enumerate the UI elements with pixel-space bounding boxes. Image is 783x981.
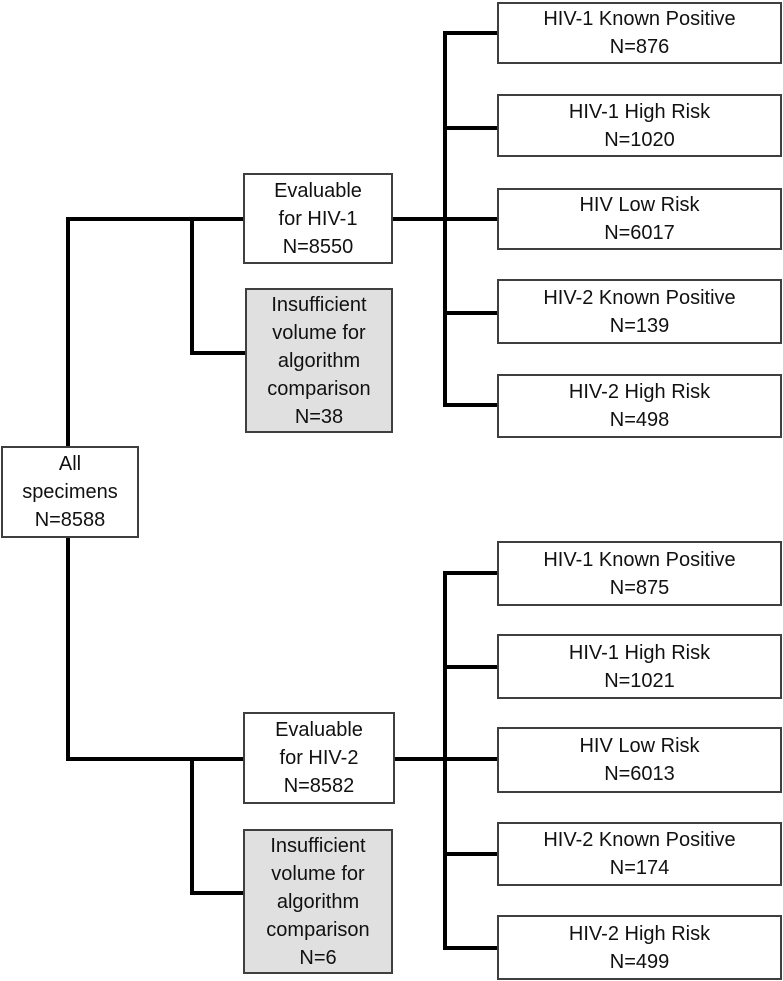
box-title: HIV-2 High Risk bbox=[568, 381, 711, 403]
box-count: N=499 bbox=[609, 950, 670, 973]
box-count: N=8588 bbox=[34, 509, 106, 531]
outcome-box-hiv1-known-positive: HIV-1 Known Positive N=876 bbox=[497, 2, 782, 64]
outcome-connector bbox=[443, 946, 497, 950]
all-specimens-box: All specimens N=8588 bbox=[1, 446, 139, 538]
outcome-box-hiv2-high-risk: HIV-2 High Risk N=498 bbox=[497, 374, 782, 438]
outcome-box-hiv2-high-risk: HIV-2 High Risk N=499 bbox=[497, 915, 782, 980]
junction-line-top bbox=[190, 217, 194, 355]
insufficient-volume-hiv1-box: Insufficient volume for algorithm compar… bbox=[245, 288, 393, 433]
box-title: Evaluable for HIV-1 bbox=[274, 179, 362, 230]
box-title: HIV-2 Known Positive bbox=[543, 829, 736, 851]
box-title: HIV Low Risk bbox=[579, 735, 700, 757]
box-count: N=498 bbox=[609, 409, 670, 431]
box-count: N=1020 bbox=[604, 128, 675, 151]
box-count: N=38 bbox=[294, 405, 344, 428]
insufficient-connector-bottom bbox=[190, 891, 247, 895]
box-title: HIV-1 High Risk bbox=[568, 641, 711, 664]
insufficient-volume-hiv2-box: Insufficient volume for algorithm compar… bbox=[243, 829, 393, 974]
box-count: N=6013 bbox=[604, 763, 675, 785]
box-title: HIV-1 Known Positive bbox=[543, 8, 736, 30]
box-title: Insufficient volume for algorithm compar… bbox=[267, 293, 371, 400]
box-title: All specimens bbox=[22, 453, 118, 503]
branch-line-bottom bbox=[66, 757, 243, 761]
insufficient-connector-top bbox=[190, 351, 247, 355]
box-count: N=6 bbox=[299, 946, 337, 969]
evaluable-hiv1-box: Evaluable for HIV-1 N=8550 bbox=[243, 173, 393, 264]
outcome-box-hiv2-known-positive: HIV-2 Known Positive N=174 bbox=[497, 822, 782, 886]
outcome-box-hiv1-known-positive: HIV-1 Known Positive N=875 bbox=[497, 541, 782, 606]
trunk-line-bottom bbox=[66, 537, 70, 761]
box-title: HIV-1 Known Positive bbox=[543, 548, 736, 571]
trunk-line-top bbox=[66, 217, 70, 446]
outcome-box-hiv1-high-risk: HIV-1 High Risk N=1021 bbox=[497, 634, 782, 699]
outcome-connector bbox=[443, 403, 497, 407]
outcome-connector bbox=[443, 126, 497, 130]
box-title: HIV-2 Known Positive bbox=[543, 286, 736, 309]
outcome-connector bbox=[443, 757, 497, 761]
outcome-connector bbox=[443, 571, 497, 575]
box-title: Insufficient volume for algorithm compar… bbox=[266, 834, 370, 941]
box-count: N=875 bbox=[609, 576, 670, 599]
evaluable-spine-connector-top bbox=[393, 217, 447, 221]
outcome-connector bbox=[443, 665, 497, 669]
box-title: HIV-2 High Risk bbox=[568, 922, 711, 945]
outcome-box-hiv2-known-positive: HIV-2 Known Positive N=139 bbox=[497, 279, 782, 344]
outcome-connector bbox=[443, 217, 497, 221]
box-title: Evaluable for HIV-2 bbox=[275, 719, 363, 769]
outcome-connector bbox=[443, 852, 497, 856]
box-count: N=876 bbox=[609, 36, 670, 58]
box-count: N=139 bbox=[609, 314, 670, 337]
box-count: N=6017 bbox=[604, 222, 675, 244]
box-count: N=1021 bbox=[604, 669, 675, 692]
box-count: N=8550 bbox=[282, 235, 354, 258]
evaluable-hiv2-box: Evaluable for HIV-2 N=8582 bbox=[243, 712, 395, 804]
branch-line-top bbox=[66, 217, 243, 221]
box-title: HIV Low Risk bbox=[579, 194, 700, 216]
junction-line-bottom bbox=[190, 757, 194, 895]
outcome-box-hiv1-high-risk: HIV-1 High Risk N=1020 bbox=[497, 94, 782, 157]
outcome-connector bbox=[443, 311, 497, 315]
box-count: N=174 bbox=[609, 857, 670, 879]
outcome-box-hiv-low-risk: HIV Low Risk N=6013 bbox=[497, 727, 782, 793]
outcome-connector bbox=[443, 31, 497, 35]
box-title: HIV-1 High Risk bbox=[568, 100, 711, 123]
box-count: N=8582 bbox=[283, 775, 355, 797]
evaluable-spine-connector-bottom bbox=[395, 757, 447, 761]
outcome-box-hiv-low-risk: HIV Low Risk N=6017 bbox=[497, 188, 782, 250]
